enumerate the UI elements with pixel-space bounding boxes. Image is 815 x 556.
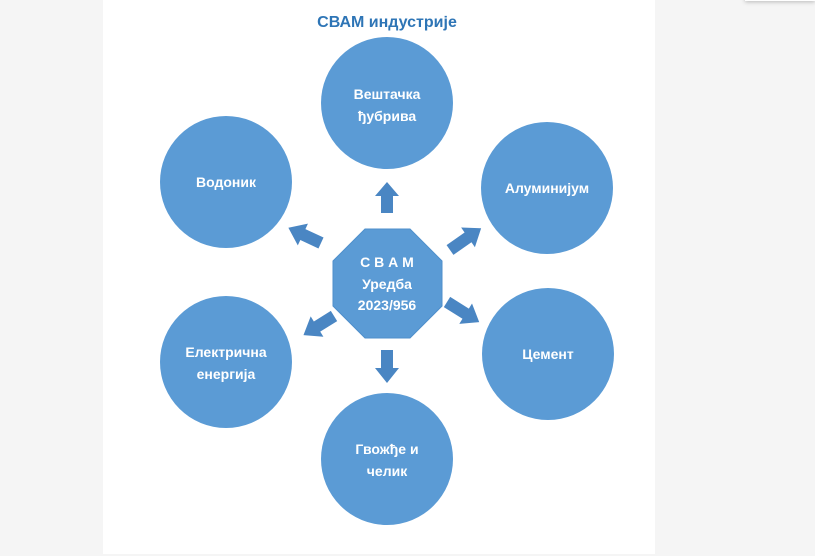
arrow-down xyxy=(375,350,399,383)
svg-text:Гвожђе и: Гвожђе и xyxy=(355,441,418,457)
node-hydrogen: Водоник xyxy=(160,116,292,248)
arrow-up-right xyxy=(446,227,482,255)
svg-text:Алуминијум: Алуминијум xyxy=(505,180,589,196)
node-electricity: Електрична енергија xyxy=(160,296,292,428)
svg-text:Вештачка: Вештачка xyxy=(354,86,421,102)
diagram-title: СВАМ индустрије xyxy=(317,14,457,31)
arrow-up-left xyxy=(288,223,324,249)
arrow-up xyxy=(375,182,399,213)
svg-text:челик: челик xyxy=(367,463,408,479)
center-line-2: Уредба xyxy=(362,276,412,292)
node-aluminium: Алуминијум xyxy=(481,122,613,254)
arrow-down-left xyxy=(303,310,338,337)
center-line-3: 2023/956 xyxy=(358,297,417,313)
arrow-down-right xyxy=(443,296,480,324)
node-fertilizers: Вештачка ђубрива xyxy=(321,37,453,169)
center-line-1: С В А М xyxy=(360,254,414,270)
svg-text:Цемент: Цемент xyxy=(522,346,574,362)
svg-text:Електрична: Електрична xyxy=(185,344,266,360)
svg-text:енергија: енергија xyxy=(197,366,256,382)
svg-text:ђубрива: ђубрива xyxy=(358,108,417,124)
node-cement: Цемент xyxy=(482,288,614,420)
svg-text:Водоник: Водоник xyxy=(196,174,257,190)
center-octagon xyxy=(332,228,443,339)
window-shadow xyxy=(745,0,815,1)
node-iron-steel: Гвожђе и челик xyxy=(321,393,453,525)
